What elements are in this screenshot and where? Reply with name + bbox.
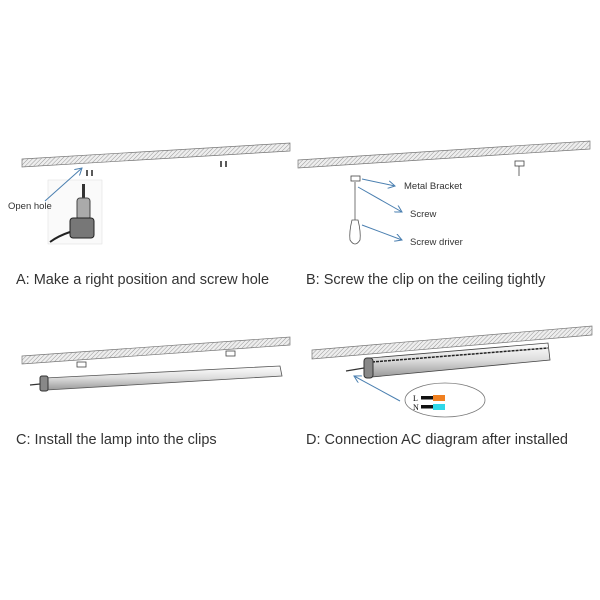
screw-marks-icon <box>86 161 227 176</box>
panel-b-ceiling <box>297 140 591 169</box>
label-arrows <box>357 178 402 240</box>
screw-label: Screw <box>410 209 437 220</box>
step-d-caption: D: Connection AC diagram after installed <box>306 432 568 448</box>
drill-icon <box>47 179 103 245</box>
panel-c-ceiling <box>21 336 291 365</box>
panel-d-ceiling <box>311 325 593 360</box>
screw-driver-label: Screw driver <box>410 237 463 248</box>
installed-lamp <box>345 342 551 379</box>
metal-bracket-icon <box>350 160 525 190</box>
wiring-detail: L N <box>404 382 486 418</box>
neutral-label: N <box>413 403 419 412</box>
lamp-tube <box>29 365 283 392</box>
live-label: L <box>413 394 418 403</box>
step-c-caption: C: Install the lamp into the clips <box>16 432 217 448</box>
panel-a-ceiling <box>21 142 291 168</box>
open-hole-arrow <box>44 168 82 202</box>
clip-icon <box>76 350 236 368</box>
metal-bracket-label: Metal Bracket <box>404 181 463 192</box>
step-a-caption: A: Make a right position and screw hole <box>16 272 270 288</box>
screwdriver-icon <box>349 190 361 245</box>
step-b-caption: B: Screw the clip on the ceiling tightly <box>306 272 546 288</box>
open-hole-label: Open hole <box>8 201 52 212</box>
connection-arrow <box>354 376 401 402</box>
